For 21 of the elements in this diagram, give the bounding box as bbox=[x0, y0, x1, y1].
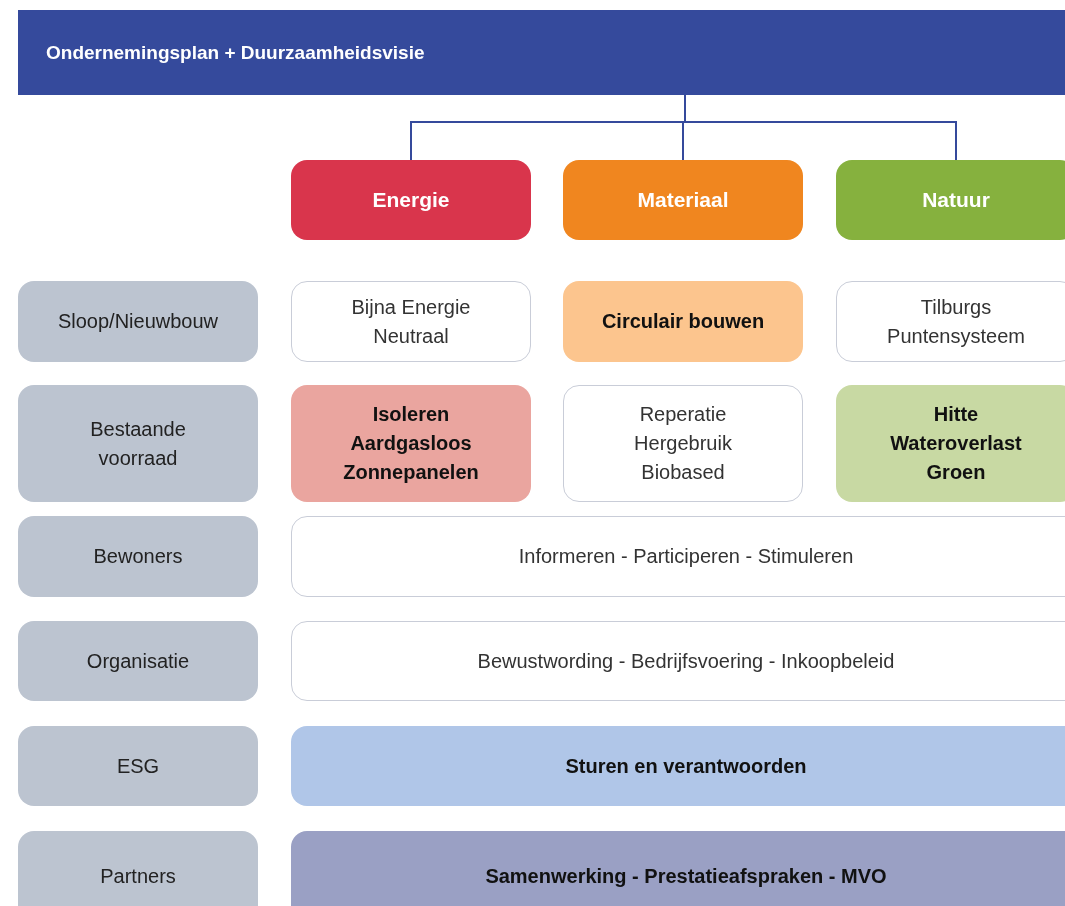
theme-cell: Hitte Wateroverlast Groen bbox=[836, 385, 1065, 502]
row-label: Sloop/Nieuwbouw bbox=[18, 281, 258, 362]
theme-cell: Sturen en verantwoorden bbox=[291, 726, 1065, 806]
theme-cell: Isoleren Aardgasloos Zonnepanelen bbox=[291, 385, 531, 502]
row-label: Organisatie bbox=[18, 621, 258, 701]
theme-cell: Reperatie Hergebruik Biobased bbox=[563, 385, 803, 502]
theme-cell: Informeren - Participeren - Stimuleren bbox=[291, 516, 1065, 597]
connector-line bbox=[684, 94, 957, 161]
theme-cell: Tilburgs Puntensysteem bbox=[836, 281, 1065, 362]
category-box: Natuur bbox=[836, 160, 1065, 240]
category-box: Energie bbox=[291, 160, 531, 240]
theme-cell: Samenwerking - Prestatieafspraken - MVO bbox=[291, 831, 1065, 906]
theme-cell: Circulair bouwen bbox=[563, 281, 803, 362]
row-label: Partners bbox=[18, 831, 258, 906]
theme-cell: Bewustwording - Bedrijfsvoering - Inkoopbeleid bbox=[291, 621, 1065, 701]
category-box: Materiaal bbox=[563, 160, 803, 240]
row-label: Bewoners bbox=[18, 516, 258, 597]
row-label: ESG bbox=[18, 726, 258, 806]
plan-banner: Ondernemingsplan + Duurzaamheidsvisie bbox=[18, 10, 1065, 95]
theme-cell: Bijna Energie Neutraal bbox=[291, 281, 531, 362]
row-label: Bestaande voorraad bbox=[18, 385, 258, 502]
